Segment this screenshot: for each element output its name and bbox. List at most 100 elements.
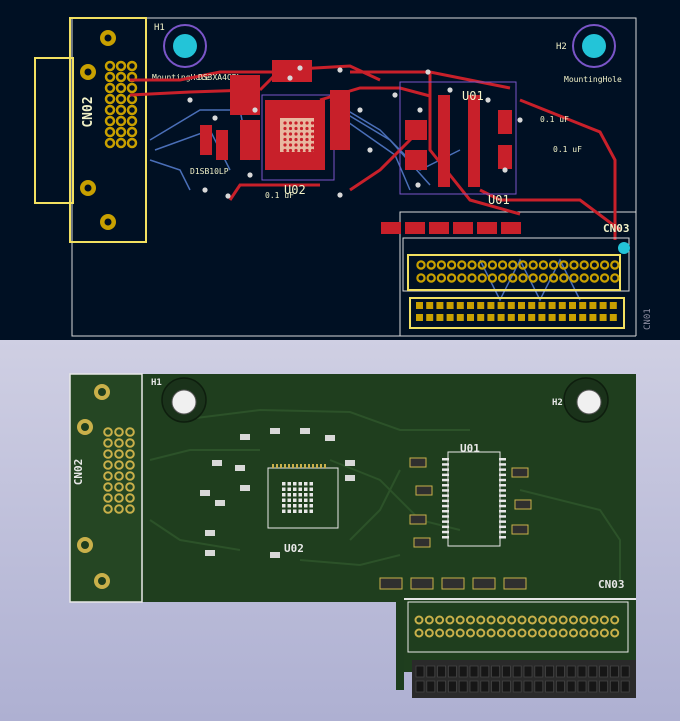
u02-ball bbox=[294, 143, 298, 147]
cn03-3d-pin bbox=[496, 615, 506, 625]
cn03-3d-pin bbox=[455, 628, 465, 638]
cn03-3d-pin bbox=[445, 628, 455, 638]
u02-passives bbox=[200, 60, 350, 160]
u02-ball bbox=[288, 143, 293, 147]
u01-3d-cap bbox=[409, 514, 427, 525]
cn02-3d-pin bbox=[103, 427, 113, 437]
cn03-3d-pin bbox=[476, 628, 486, 638]
header-cell bbox=[447, 680, 457, 693]
u02-3d-ball bbox=[309, 509, 313, 513]
cn03-pin bbox=[436, 273, 447, 283]
via bbox=[297, 65, 303, 71]
cn02-pin bbox=[104, 126, 116, 138]
via bbox=[415, 182, 421, 188]
u02-3d-label: U02 bbox=[284, 542, 304, 555]
cn01-pin bbox=[548, 302, 556, 309]
cn03-3d-pin bbox=[476, 615, 486, 625]
resistor-3d bbox=[410, 577, 434, 590]
cn01-pin bbox=[436, 314, 444, 321]
u01-courtyard bbox=[399, 81, 517, 195]
via bbox=[225, 193, 231, 199]
cn03-pin bbox=[610, 260, 620, 270]
qfp-pin bbox=[308, 464, 310, 468]
u01-3d-cap bbox=[514, 499, 532, 510]
cn01-pin bbox=[589, 302, 597, 309]
cn02-pin bbox=[104, 82, 116, 94]
cn01-pin bbox=[497, 302, 505, 309]
cn02-area bbox=[69, 373, 143, 603]
h2-hole bbox=[582, 34, 606, 58]
h1-3d-label: H1 bbox=[151, 378, 162, 388]
via bbox=[447, 87, 453, 93]
pcb-layout-canvas[interactable]: CN02 H1 MountingHole H2 MountingHole bbox=[0, 0, 680, 340]
cn02-3d-pin bbox=[114, 471, 124, 481]
u01-3d-pin bbox=[499, 536, 506, 539]
u02-3d-ball bbox=[298, 509, 302, 513]
smd-part bbox=[200, 490, 210, 496]
qfp-pin bbox=[324, 464, 326, 468]
u02-3d-ball bbox=[282, 504, 286, 508]
cn02-pin bbox=[115, 137, 127, 149]
cn02-pin bbox=[115, 71, 127, 83]
cn03-pin bbox=[426, 260, 436, 270]
u02-3d-ball bbox=[309, 482, 313, 486]
u02-ball bbox=[305, 143, 309, 147]
cn02-3d-pin bbox=[103, 493, 113, 503]
cn03-3d-pin bbox=[414, 628, 424, 638]
u02-ball bbox=[288, 126, 293, 131]
u02-3d-ball bbox=[293, 504, 297, 508]
u02-3d-ball bbox=[293, 487, 297, 491]
u01-3d-pin bbox=[442, 510, 449, 513]
cn02-3d-pin bbox=[103, 438, 113, 448]
via bbox=[417, 107, 423, 113]
cn01-pin bbox=[609, 302, 617, 309]
via bbox=[337, 192, 343, 198]
qfp-pin bbox=[312, 464, 314, 468]
u02-ball bbox=[299, 121, 304, 125]
cn03-pin bbox=[559, 273, 569, 283]
header-cell bbox=[534, 665, 544, 678]
cn02-pin bbox=[126, 115, 138, 127]
header-cell bbox=[610, 665, 619, 678]
cn03-pin bbox=[487, 260, 498, 270]
cn01-pin bbox=[456, 314, 464, 321]
smd-part bbox=[270, 552, 280, 558]
header-cell bbox=[469, 665, 479, 678]
qfp-pin bbox=[316, 464, 318, 468]
cn03-label: CN03 bbox=[603, 222, 630, 235]
u02-ball bbox=[283, 148, 287, 153]
cn01-pin bbox=[456, 302, 464, 309]
u01-3d-cap bbox=[511, 524, 529, 535]
u01-3d-pin bbox=[499, 458, 506, 461]
u02-ball bbox=[310, 137, 315, 142]
u01-3d-pin bbox=[442, 499, 449, 503]
cn03-pin bbox=[589, 273, 600, 283]
via bbox=[202, 187, 208, 193]
cn03-3d-pin bbox=[527, 628, 537, 638]
header-cell bbox=[556, 665, 565, 678]
h1-hole bbox=[173, 34, 197, 58]
cn03-3d-pin bbox=[579, 615, 589, 625]
header-cell bbox=[437, 665, 447, 678]
header-cell bbox=[501, 680, 511, 693]
via bbox=[252, 107, 258, 113]
cn03-pin bbox=[610, 273, 620, 283]
via bbox=[187, 97, 193, 103]
header-cell bbox=[577, 680, 587, 693]
pcb-3d-canvas[interactable]: CN02 H1 H2 U02 U01 CN03 bbox=[0, 340, 680, 721]
cn02-pin bbox=[126, 60, 138, 72]
u01-3d-pins bbox=[442, 458, 506, 539]
cn03-3d-divider bbox=[404, 598, 636, 600]
cn01-pin bbox=[416, 302, 423, 309]
cn03-pin bbox=[467, 260, 477, 270]
via bbox=[247, 172, 253, 178]
cn01-pin bbox=[446, 314, 454, 321]
u02-ball bbox=[305, 126, 309, 131]
h1-value: MountingHole bbox=[152, 73, 210, 82]
h2-3d-label: H2 bbox=[552, 398, 563, 408]
u01-3d-pin bbox=[499, 510, 506, 513]
u02-ball bbox=[310, 132, 315, 136]
cn03-pin bbox=[497, 273, 508, 283]
cn01-pin bbox=[558, 302, 566, 309]
via bbox=[485, 97, 491, 103]
